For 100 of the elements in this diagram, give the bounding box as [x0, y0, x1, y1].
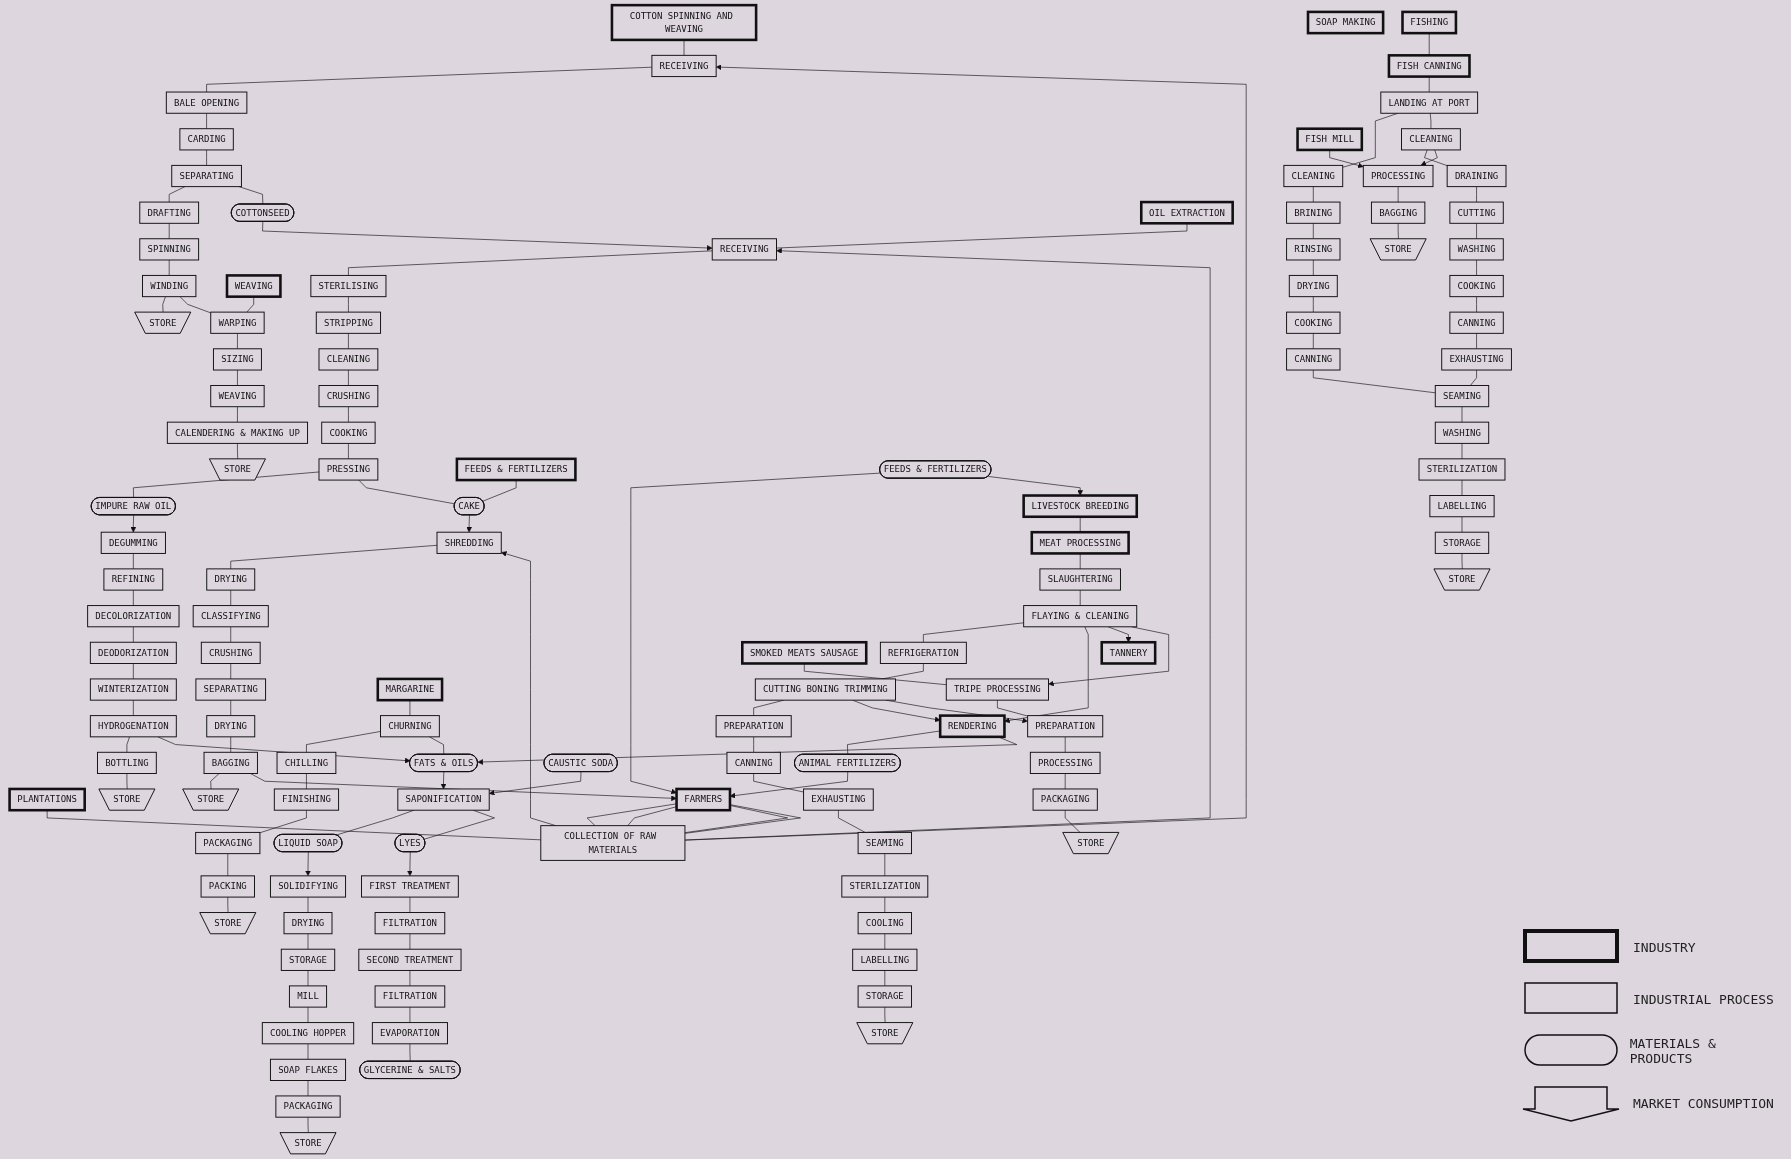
connector: [684, 804, 801, 834]
connector: [884, 896, 886, 913]
node-box: TRIPE PROCESSING: [945, 678, 1049, 701]
node-box: SLAUGHTERING: [1039, 568, 1121, 591]
connector: [1079, 516, 1081, 533]
connector: [133, 553, 134, 570]
node-box: DRYING: [206, 568, 256, 591]
node-box: FEEDS & FERTILIZERS: [455, 457, 577, 482]
connector: [227, 853, 229, 877]
node-box: CALENDERING & MAKING UP: [166, 421, 309, 444]
connector: [1461, 553, 1463, 570]
node-box: PACKING: [200, 875, 255, 898]
connector: [133, 699, 134, 716]
node-box: SPINNING: [139, 238, 200, 261]
node-box: MILL: [288, 985, 328, 1008]
node-box: SEAMING: [1434, 385, 1490, 408]
connector: [776, 223, 1188, 249]
connector: [683, 39, 685, 56]
connector: [237, 406, 238, 423]
legend-label: INDUSTRY: [1633, 939, 1696, 955]
connector: [307, 1116, 309, 1134]
node-box: PROCESSING: [1029, 751, 1101, 774]
node-box: PACKAGING: [275, 1095, 341, 1118]
node-box: SEAMING: [857, 831, 912, 855]
connector: [348, 333, 349, 350]
connector: [847, 730, 941, 755]
node-box: SEPARATING: [195, 678, 267, 701]
node-box: REFINING: [103, 568, 164, 591]
connector: [409, 1043, 411, 1062]
connector: [627, 806, 677, 826]
connector: [1397, 186, 1399, 203]
node-box: LANDING AT PORT: [1380, 91, 1479, 114]
node-box: CARDING: [179, 128, 234, 151]
connector: [1476, 186, 1477, 203]
connector: [1428, 76, 1430, 93]
node-box: BOTTLING: [97, 751, 157, 774]
node-box: SEPARATING: [171, 164, 242, 188]
connector: [1424, 149, 1448, 166]
connector: [307, 970, 309, 987]
connector: [230, 663, 232, 680]
node-box: EVAPORATION: [371, 1022, 448, 1045]
node-box: EXHAUSTING: [803, 788, 874, 811]
node-box: FISH CANNING: [1387, 54, 1471, 78]
node-box: CANNING: [1449, 311, 1504, 334]
node-box: SOAP MAKING: [1306, 10, 1385, 35]
connector: [133, 589, 134, 606]
connector: [1064, 736, 1066, 753]
connector: [1064, 773, 1066, 790]
node-box: FILTRATION: [374, 985, 446, 1008]
node-box: SMOKED MEATS SAUSAGE: [741, 640, 868, 665]
connector: [1476, 296, 1477, 313]
node-box: PREPARATION: [1027, 715, 1104, 738]
connector: [206, 149, 207, 166]
connector: [1461, 443, 1463, 460]
node-box: FILTRATION: [374, 912, 446, 935]
connector: [884, 933, 886, 950]
node-box: DRYING: [206, 715, 256, 738]
node-box: DEODORIZATION: [89, 641, 177, 664]
node-box: RECEIVING: [651, 54, 717, 78]
node-box: CRUSHING: [200, 641, 261, 664]
node-box: STORAGE: [280, 948, 336, 971]
node-box: RENDERING: [938, 714, 1006, 739]
node-box: WEAVING: [210, 385, 265, 408]
node-box: FISH MILL: [1296, 127, 1364, 152]
node-box: SAPONIFICATION: [397, 788, 490, 811]
connector: [307, 1043, 309, 1060]
connector: [423, 809, 495, 840]
connector: [1064, 809, 1081, 834]
connector: [230, 736, 232, 753]
node-box: COOKING: [1286, 311, 1341, 334]
node-box: SIZING: [212, 348, 262, 371]
connector: [306, 773, 307, 790]
node-box: DRAFTING: [139, 201, 200, 224]
connector: [206, 66, 653, 93]
node-box: COOLING HOPPER: [261, 1022, 355, 1045]
connector: [1312, 333, 1314, 350]
connector: [997, 699, 1028, 717]
node-box: CRUSHING: [318, 385, 379, 408]
node-box: CLEANING: [318, 348, 379, 371]
node-box: STORAGE: [857, 985, 912, 1008]
node-box: HYDROGENATION: [89, 715, 177, 738]
connector: [1476, 223, 1477, 240]
connector: [923, 622, 1024, 643]
connector: [237, 369, 238, 386]
connector: [168, 259, 170, 276]
node-box: REFRIGERATION: [879, 641, 967, 664]
connector: [1312, 186, 1314, 203]
connector: [246, 296, 255, 313]
node-box: SECOND TREATMENT: [358, 948, 462, 971]
connector: [210, 773, 220, 790]
node-box: CUTTING BONING TRIMMING: [754, 678, 896, 701]
legend-label: MATERIALS & PRODUCTS: [1629, 1036, 1717, 1066]
node-box: PLANTATIONS: [8, 787, 86, 812]
node-box: PACKAGING: [195, 831, 261, 855]
connector: [1476, 333, 1477, 350]
connector: [409, 933, 411, 950]
connector: [409, 1006, 411, 1023]
node-box: PROCESSING: [1362, 164, 1434, 188]
connector: [1312, 369, 1436, 394]
node-box: FIRST TREATMENT: [361, 875, 459, 898]
